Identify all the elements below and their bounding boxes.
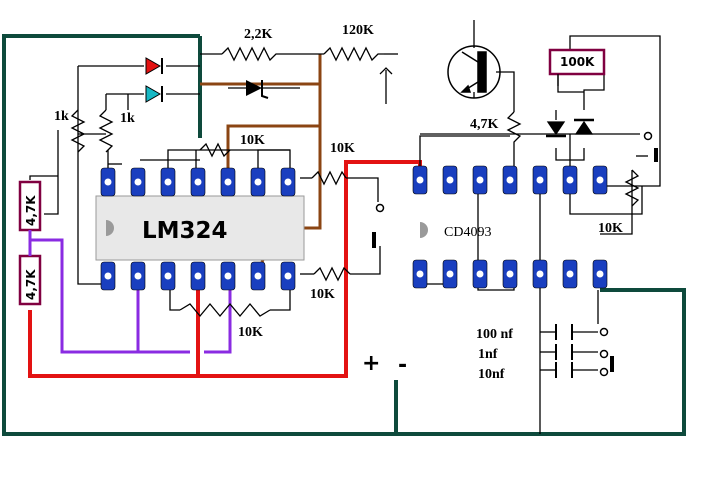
label-r-10k-out-top: 10K xyxy=(330,141,355,156)
ic-lm324-label: LM324 xyxy=(142,218,228,244)
ic-lm324: LM324 xyxy=(95,167,305,291)
label-r-10k-fb-top: 10K xyxy=(240,133,265,148)
resistor-10k-out-bot xyxy=(313,266,351,282)
resistor-1k-a xyxy=(70,109,86,153)
resistor-10k-fb-bot xyxy=(179,302,271,318)
label-r-1k-b: 1k xyxy=(120,111,135,126)
resistor-1k-b xyxy=(98,109,114,153)
ground-rails xyxy=(2,34,686,436)
label-r-120k: 120K xyxy=(342,23,374,38)
potentiometer: 100K xyxy=(548,48,606,86)
resistor-box-left-2-label: 4,7K xyxy=(24,269,38,300)
label-r-10k-fb-bot: 10K xyxy=(238,325,263,340)
label-plus: + xyxy=(362,351,380,376)
diode-pair xyxy=(546,118,594,138)
zener-diode xyxy=(228,80,300,99)
led-cyan xyxy=(145,85,163,103)
ic-cd4093: CD4093 xyxy=(412,165,608,289)
resistor-box-left-1-label: 4,7K xyxy=(24,195,38,226)
label-r-10k-right: 10K xyxy=(598,221,623,236)
label-r-10k-out-bot: 10K xyxy=(310,287,335,302)
label-cap-100nf: 100 nf xyxy=(476,327,513,342)
resistor-10k-fb-top xyxy=(199,142,231,158)
resistor-10k-right xyxy=(624,169,640,207)
label-cap-10nf: 10nf xyxy=(478,367,505,382)
label-r-2k2: 2,2K xyxy=(244,27,273,42)
pot-label: 100K xyxy=(560,55,595,69)
label-r-1k-a: 1k xyxy=(54,109,69,124)
switches xyxy=(372,131,658,377)
label-minus: - xyxy=(398,353,407,378)
thin-wiring xyxy=(29,20,661,434)
ic-cd4093-label: CD4093 xyxy=(444,225,491,240)
capacitors xyxy=(555,324,573,378)
transistor xyxy=(447,45,501,99)
label-cap-1nf: 1nf xyxy=(478,347,498,362)
label-r-4k7-transistor: 4,7K xyxy=(470,117,499,132)
led-red xyxy=(145,57,163,75)
resistor-box-left-2: 4,7K xyxy=(18,254,42,306)
resistor-10k-out-top xyxy=(311,170,347,186)
resistor-120k xyxy=(323,46,384,62)
resistor-2k2 xyxy=(221,46,298,62)
resistor-box-left-1: 4,7K xyxy=(18,180,42,232)
resistors xyxy=(70,46,640,318)
resistor-4k7-transistor xyxy=(506,111,522,178)
